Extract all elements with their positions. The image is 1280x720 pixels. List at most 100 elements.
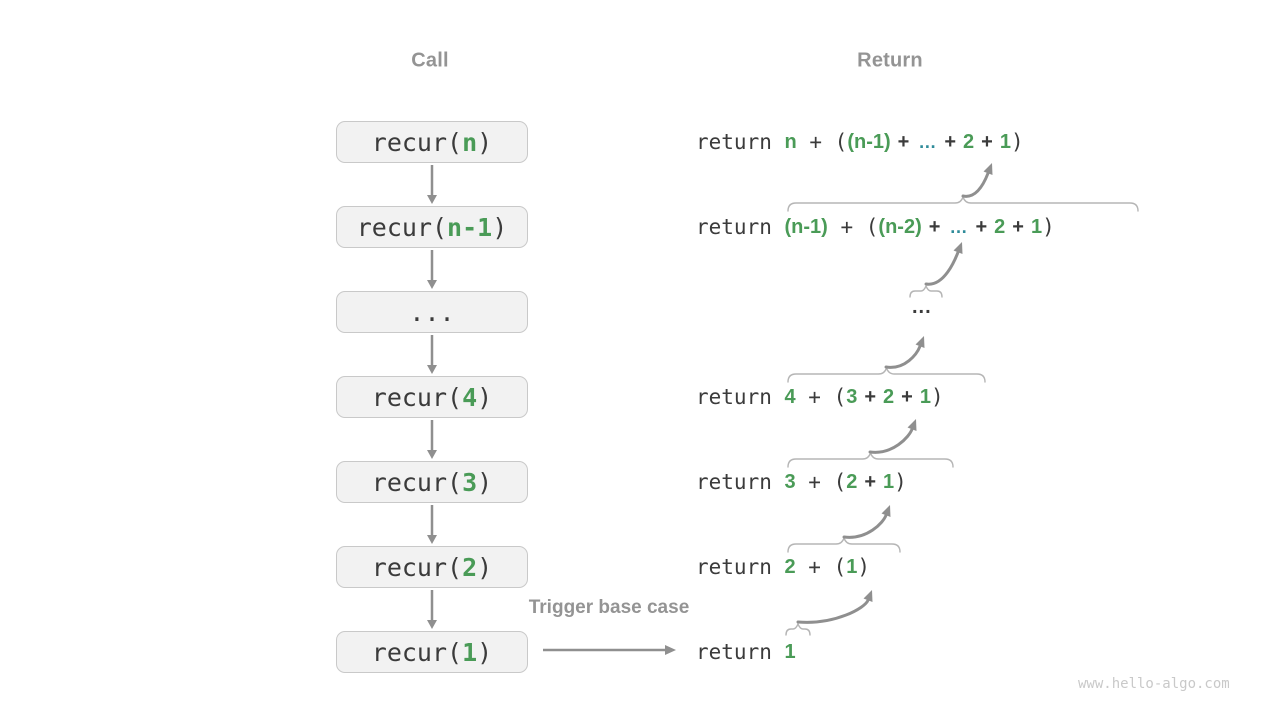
code-token: ) [894,470,907,494]
code-token: 3 [462,467,478,497]
return-flow-arrowhead [907,419,917,431]
call-box-recur-4: recur(4) [336,376,528,418]
return-flow-arrowhead [953,242,963,254]
call-down-arrowhead [427,280,437,289]
code-token: + ( [827,215,879,239]
call-box-ellipsis: ... [336,291,528,333]
code-token: ) [477,382,493,412]
return-flow-arrowhead [881,505,891,517]
code-token: + [897,130,910,153]
call-down-arrowhead [427,535,437,544]
code-token: 2 [994,215,1006,238]
code-token: 3 [784,470,796,493]
code-token: (n-1) [847,130,891,153]
code-token: 4 [462,382,478,412]
code-token: recur( [371,382,463,412]
code-token: return [696,130,785,154]
call-down-arrowhead [427,195,437,204]
code-token: + ( [795,555,847,579]
code-token: 1 [846,555,858,578]
code-token: (n-1) [784,215,828,238]
code-token: 1 [462,637,478,667]
code-token: ) [1010,130,1024,154]
return-row-1: return 1 [696,636,796,668]
code-token: n-1 [447,212,493,242]
return-row-4: return 4 + (3 +2 +1) [696,381,944,413]
call-down-arrowhead [427,365,437,374]
return-row-2: return 2 + (1) [696,551,870,583]
return-flow-arrow [842,513,888,539]
call-box-recur-n-1: recur(n-1) [336,206,528,248]
watermark-text: www.hello-algo.com [1078,676,1230,692]
code-token: + ( [795,385,847,409]
code-token: ) [477,637,493,667]
code-token: return [696,385,785,409]
return-flow-arrow [884,344,922,369]
code-token: ) [492,212,508,242]
code-token: + [864,385,877,408]
code-token: + [928,215,941,238]
return-flow-arrowhead [983,163,993,175]
code-token: recur( [371,467,463,497]
code-token: ... [409,297,455,327]
code-token: recur( [356,212,448,242]
overbrace [787,365,986,383]
code-token: return [696,470,785,494]
code-token: + [975,215,988,238]
overbrace [787,535,901,553]
return-flow-arrow [796,598,870,624]
code-token: recur( [371,127,463,157]
code-token: n [462,127,478,157]
return-flow-arrow [868,427,914,454]
code-token: ) [930,385,944,409]
code-token: ) [477,552,493,582]
code-token: … [949,216,967,237]
code-token: 1 [999,130,1011,153]
return-flow-arrow [961,171,990,198]
code-token: + ( [795,470,847,494]
code-token: + [981,130,993,153]
overbrace [909,284,943,298]
code-token: 3 [846,385,858,408]
code-token: 1 [1030,215,1043,238]
code-token: 2 [846,470,858,493]
code-token: + [944,130,957,153]
call-column-header: Call [411,49,449,72]
code-token: ... [912,295,932,318]
code-token: recur( [371,552,463,582]
code-token: 1 [883,470,895,493]
code-token: return [696,555,785,579]
call-box-recur-1: recur(1) [336,631,528,673]
code-token: 2 [784,555,796,578]
return-row-ellipsis: ... [912,291,932,323]
call-down-arrowhead [427,450,437,459]
code-token: + [864,470,877,493]
code-token: + [901,385,913,408]
code-token: ) [857,555,870,579]
code-token: (n-2) [878,215,922,238]
return-row-n: return n + ((n-1)+…+2+1) [696,126,1024,158]
call-box-recur-2: recur(2) [336,546,528,588]
overbrace [787,450,954,468]
code-token: recur( [371,637,463,667]
code-token: 2 [462,552,478,582]
return-flow-arrowhead [863,590,873,602]
code-token: ) [1042,215,1055,239]
return-row-n-1: return (n-1) + ((n-2) + … +2 +1) [696,211,1055,243]
return-column-header: Return [857,49,923,72]
code-token: 1 [919,385,931,408]
trigger-base-case-label: Trigger base case [528,597,690,618]
return-row-3: return 3 + (2 +1) [696,466,907,498]
code-token: n [784,130,797,153]
code-token: 4 [784,385,796,408]
overbrace [787,194,1139,212]
return-flow-arrowhead [915,336,925,348]
code-token: 2 [883,385,895,408]
code-token: 2 [963,130,975,153]
code-token: return [696,640,785,664]
code-token: return [696,215,785,239]
call-down-arrowhead [427,620,437,629]
code-token: + [1012,215,1024,238]
